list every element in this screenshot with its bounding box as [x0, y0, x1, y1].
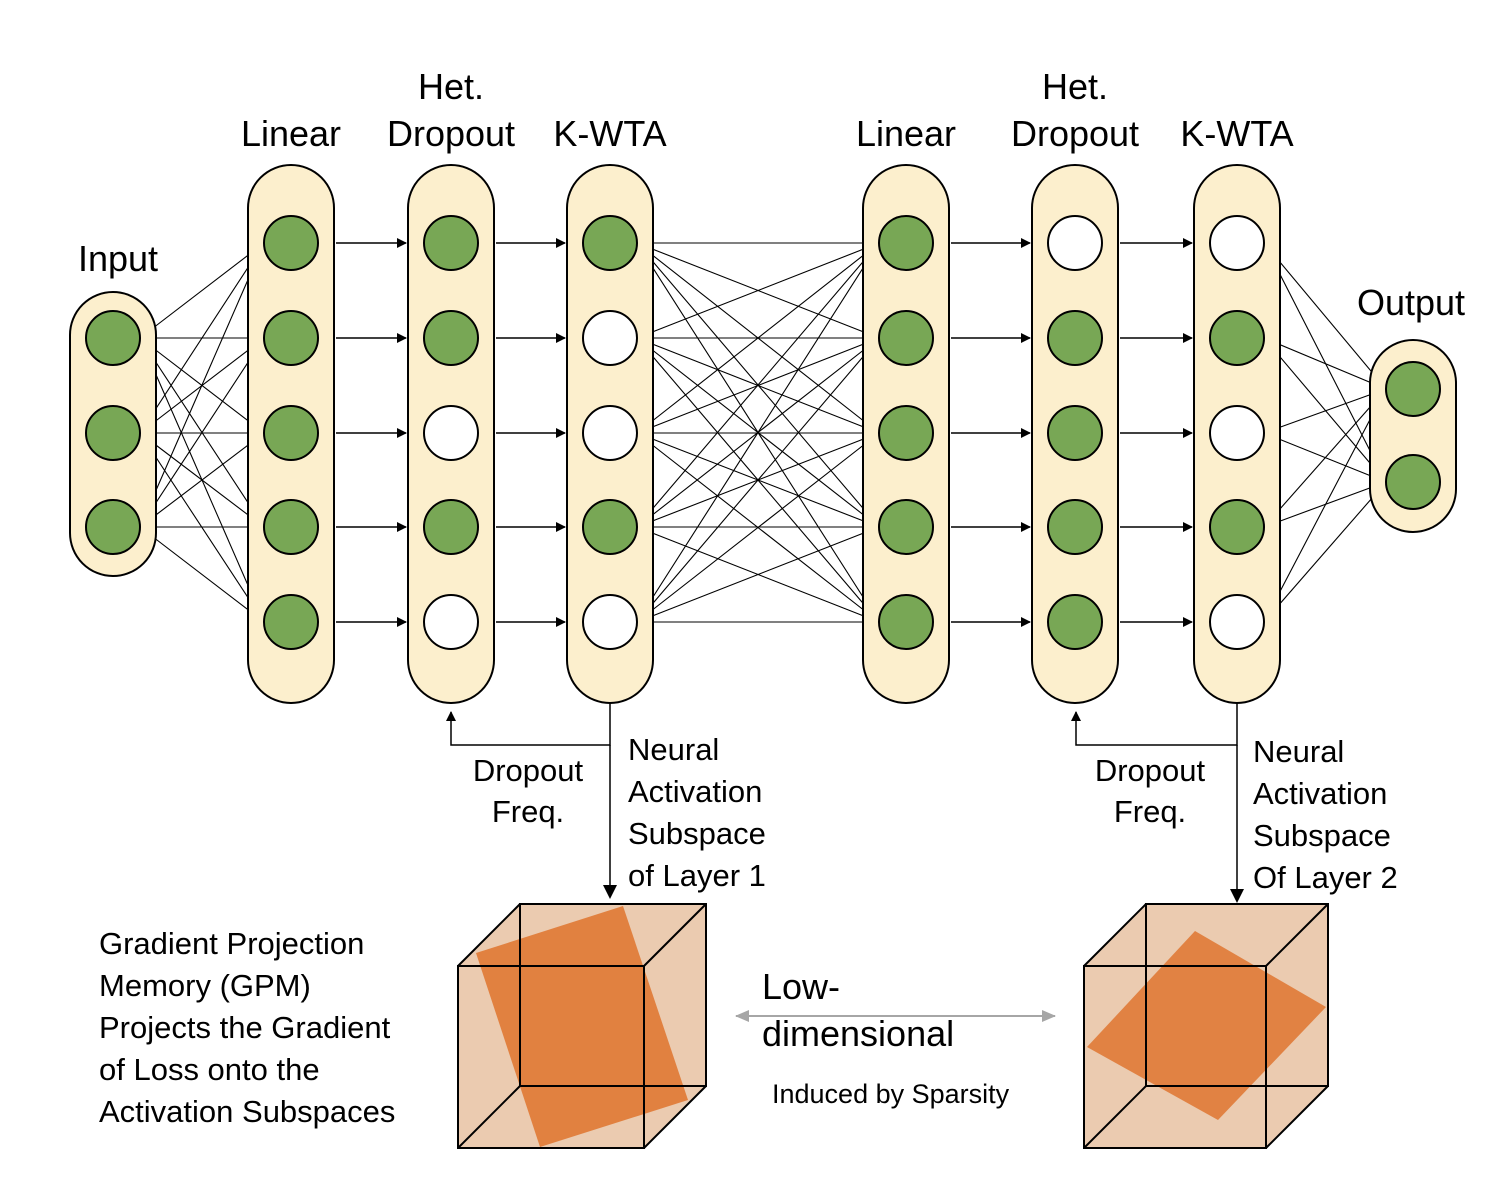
na-layer2-line4: Of Layer 2: [1253, 860, 1398, 895]
low-dim-line-1: Low-: [762, 966, 840, 1007]
dropout-freq-right-2: Freq.: [1114, 794, 1186, 829]
cube-layer2: [1083, 903, 1329, 1149]
active-neuron-input: [85, 499, 141, 555]
na-layer1-line1: Neural: [628, 732, 719, 767]
connection-line: [139, 242, 265, 339]
na-layer2-line3: Subspace: [1253, 818, 1391, 853]
full-connections: [139, 242, 1387, 623]
connection-line: [636, 242, 880, 623]
active-neuron-hetdrop2: [1047, 499, 1103, 555]
active-neuron-linear2: [878, 499, 934, 555]
na-layer2-line1: Neural: [1253, 734, 1344, 769]
feedback-line-1: [446, 703, 611, 746]
connection-line: [636, 242, 880, 528]
active-neuron-linear1: [263, 499, 319, 555]
label-kwta-2: K-WTA: [1180, 113, 1293, 154]
inactive-neuron-hetdrop2: [1047, 215, 1103, 271]
connection-line: [1263, 388, 1387, 623]
label-output: Output: [1357, 282, 1465, 323]
induced-by-sparsity: Induced by Sparsity: [772, 1079, 1010, 1109]
label-linear-1: Linear: [241, 113, 341, 154]
active-neuron-output: [1385, 454, 1441, 510]
label-linear-2: Linear: [856, 113, 956, 154]
label-het-2b: Dropout: [1011, 113, 1139, 154]
active-neuron-hetdrop1: [423, 499, 479, 555]
inactive-neuron-kwta2: [1209, 405, 1265, 461]
dropout-freq-left-2: Freq.: [492, 794, 564, 829]
active-neuron-kwta1: [582, 499, 638, 555]
inactive-neuron-hetdrop1: [423, 405, 479, 461]
active-neuron-hetdrop1: [423, 215, 479, 271]
label-het-1b: Dropout: [387, 113, 515, 154]
active-neuron-hetdrop1: [423, 310, 479, 366]
gpm-line-3: Projects the Gradient: [99, 1010, 391, 1045]
gpm-line-2: Memory (GPM): [99, 968, 311, 1003]
active-neuron-hetdrop2: [1047, 310, 1103, 366]
label-kwta-1: K-WTA: [553, 113, 666, 154]
connection-line: [139, 432, 265, 528]
inactive-neuron-kwta1: [582, 594, 638, 650]
active-neuron-kwta2: [1209, 499, 1265, 555]
gpm-line-1: Gradient Projection: [99, 926, 364, 961]
active-neuron-linear1: [263, 310, 319, 366]
na-layer1-line4: of Layer 1: [628, 858, 766, 893]
connection-line: [636, 432, 880, 623]
low-dim-line-2: dimensional: [762, 1013, 954, 1054]
connection-line: [1263, 242, 1387, 483]
connection-line: [1263, 337, 1387, 390]
connection-line: [1263, 388, 1387, 434]
active-neuron-linear2: [878, 405, 934, 461]
inactive-neuron-kwta1: [582, 405, 638, 461]
na-layer1-line2: Activation: [628, 774, 762, 809]
gpm-line-5: Activation Subspaces: [99, 1094, 395, 1129]
inactive-neuron-hetdrop1: [423, 594, 479, 650]
active-neuron-kwta2: [1209, 310, 1265, 366]
inactive-neuron-kwta1: [582, 310, 638, 366]
connection-line: [1263, 481, 1387, 623]
active-neuron-hetdrop2: [1047, 594, 1103, 650]
active-neuron-input: [85, 405, 141, 461]
active-neuron-hetdrop2: [1047, 405, 1103, 461]
cube-layer1: [457, 903, 707, 1149]
active-neuron-linear2: [878, 310, 934, 366]
active-neuron-input: [85, 310, 141, 366]
connection-line: [1263, 242, 1387, 390]
active-neuron-kwta1: [582, 215, 638, 271]
elementwise-arrows: [336, 238, 1193, 627]
connection-line: [139, 337, 265, 528]
connection-line: [139, 242, 265, 434]
connection-line: [1263, 388, 1387, 528]
na-layer2-line2: Activation: [1253, 776, 1387, 811]
connection-line: [636, 242, 880, 339]
label-het-2a: Het.: [1042, 66, 1108, 107]
inactive-neuron-kwta2: [1209, 215, 1265, 271]
dropout-freq-right-1: Dropout: [1095, 753, 1206, 788]
neurons: [85, 215, 1441, 650]
label-het-1a: Het.: [418, 66, 484, 107]
connection-line: [139, 526, 265, 623]
active-neuron-linear2: [878, 594, 934, 650]
na-layer1-line3: Subspace: [628, 816, 766, 851]
gpm-line-4: of Loss onto the: [99, 1052, 320, 1087]
active-neuron-output: [1385, 361, 1441, 417]
connection-line: [1263, 337, 1387, 483]
active-neuron-linear1: [263, 215, 319, 271]
inactive-neuron-kwta2: [1209, 594, 1265, 650]
connection-line: [636, 526, 880, 623]
connection-line: [636, 242, 880, 434]
feedback-line-2: [1071, 703, 1238, 746]
active-neuron-linear1: [263, 405, 319, 461]
active-neuron-linear2: [878, 215, 934, 271]
connection-line: [139, 242, 265, 528]
active-neuron-linear1: [263, 594, 319, 650]
label-input: Input: [78, 238, 158, 279]
connection-line: [636, 337, 880, 623]
dropout-freq-left-1: Dropout: [473, 753, 584, 788]
